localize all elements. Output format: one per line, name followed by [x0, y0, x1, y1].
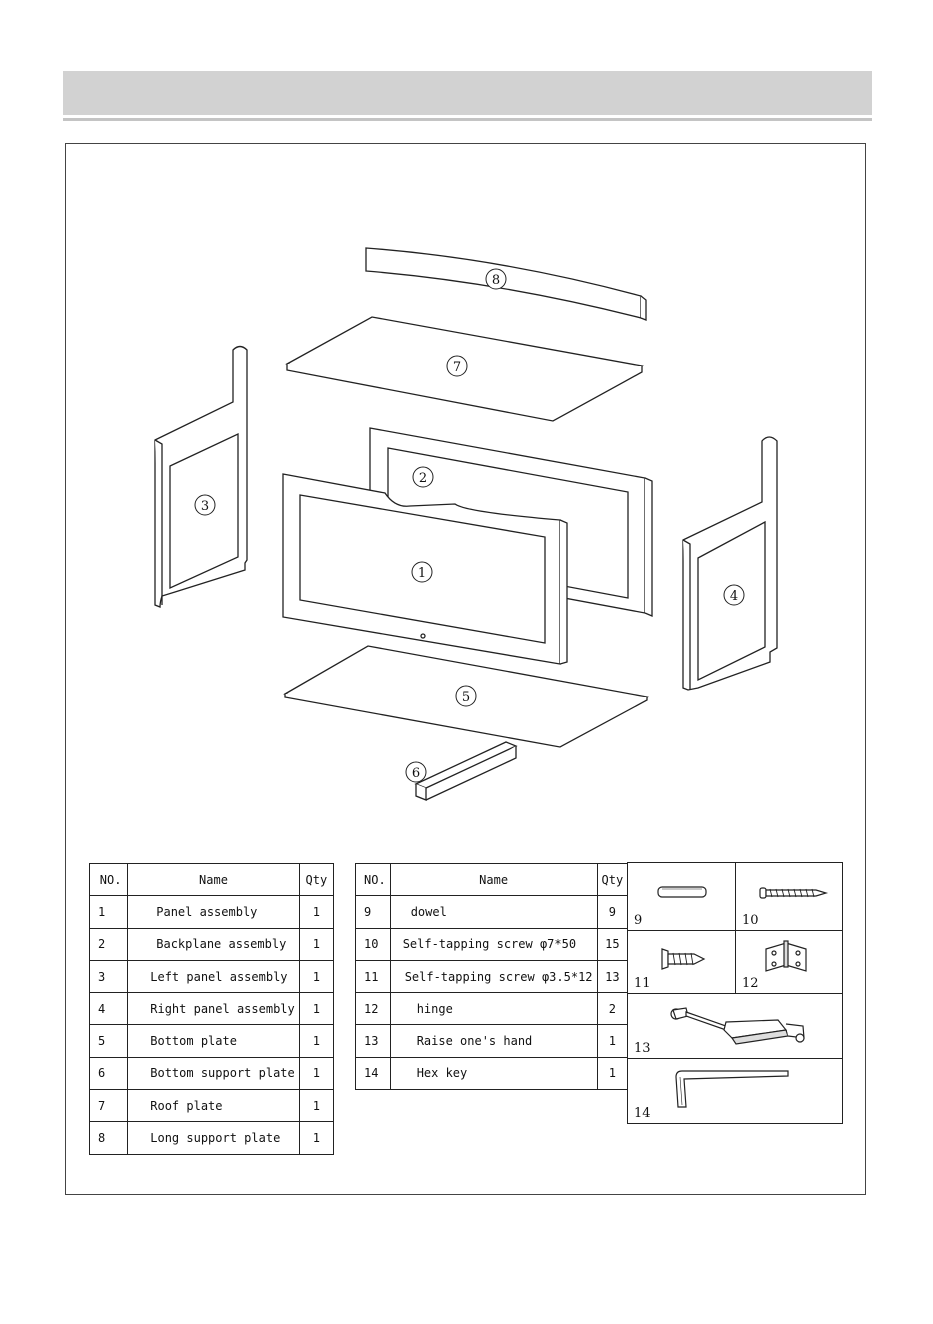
- table-header: NO. Name Qty: [355, 862, 629, 897]
- col-qty: Qty: [596, 862, 629, 897]
- callout-1: 1: [411, 561, 433, 583]
- col-no: NO.: [88, 862, 129, 897]
- callout-5: 5: [455, 685, 477, 707]
- callout-4: 4: [723, 584, 745, 606]
- svg-text:4: 4: [730, 589, 738, 604]
- svg-text:7: 7: [453, 360, 461, 375]
- col-name: Name: [127, 862, 300, 897]
- content-frame: [65, 143, 866, 1195]
- svg-text:2: 2: [419, 471, 427, 486]
- long-screw-icon: [759, 887, 829, 899]
- short-screw-icon: [661, 948, 706, 970]
- header-bar: [63, 71, 872, 115]
- col-qty: Qty: [298, 862, 335, 897]
- svg-text:8: 8: [492, 273, 500, 288]
- hardware-grid: 9 10 11 12: [627, 862, 843, 1124]
- svg-text:1: 1: [418, 566, 426, 581]
- hardware-tile-9: 9: [627, 862, 736, 931]
- hardware-tile-13: 13: [627, 993, 843, 1059]
- part-3-left-panel: [154, 345, 248, 608]
- callout-6: 6: [405, 761, 427, 783]
- hinge-icon: [765, 940, 807, 972]
- callout-3: 3: [194, 494, 216, 516]
- dowel-icon: [657, 886, 707, 898]
- header-rule: [63, 118, 872, 121]
- svg-text:6: 6: [412, 766, 420, 781]
- exploded-diagram: 8 7 2 3 1 4 5 6: [154, 247, 778, 801]
- hardware-tile-14: 14: [627, 1058, 843, 1124]
- hardware-tile-12: 12: [735, 930, 843, 994]
- hex-key-icon: [675, 1070, 789, 1108]
- part-6-bottom-support-plate: [414, 741, 518, 801]
- col-name: Name: [389, 862, 598, 897]
- hardware-tile-10: 10: [735, 862, 843, 931]
- lid-support-icon: [670, 1007, 805, 1045]
- col-no: NO.: [355, 862, 391, 897]
- part-4-right-panel: [682, 436, 778, 691]
- svg-text:3: 3: [201, 499, 209, 514]
- svg-text:5: 5: [462, 690, 470, 705]
- callout-8: 8: [485, 268, 507, 290]
- callout-2: 2: [412, 466, 434, 488]
- hardware-tile-11: 11: [627, 930, 736, 994]
- callout-7: 7: [446, 355, 468, 377]
- part-8-long-support-plate: [365, 247, 647, 321]
- table-header: NO. Name Qty: [88, 862, 335, 897]
